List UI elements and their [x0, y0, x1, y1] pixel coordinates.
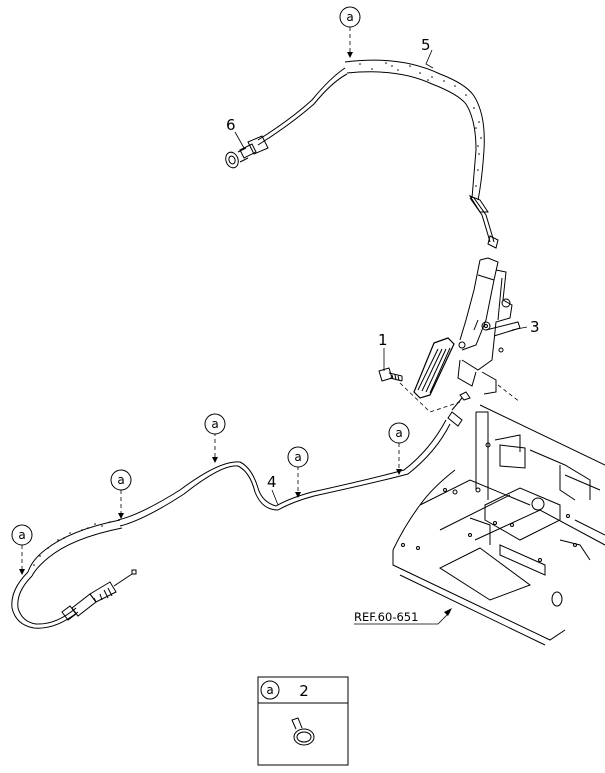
part-label-5: 5	[421, 36, 431, 54]
accelerator-cable-upper	[257, 59, 499, 249]
svg-text:a: a	[211, 417, 218, 431]
part-label-3: 3	[530, 318, 540, 336]
callout-marker-far-left: a	[11, 524, 33, 546]
part-label-4: 4	[267, 473, 277, 491]
legend-box: a 2	[257, 676, 349, 766]
cable-sheath-texture	[359, 62, 482, 187]
accelerator-cable-lower	[11, 391, 471, 629]
leader-lines	[21, 27, 521, 572]
bolt-part	[378, 367, 403, 382]
svg-text:a: a	[395, 426, 402, 440]
reference-callout: REF.60-651	[354, 608, 452, 625]
legend-part-number: 2	[299, 682, 309, 700]
part-label-6: 6	[226, 116, 236, 134]
callout-marker-center: a	[287, 446, 309, 468]
part-label-1: 1	[378, 331, 388, 349]
callout-marker-top: a	[339, 6, 361, 28]
accelerator-pedal-assembly	[413, 257, 521, 399]
svg-text:a: a	[18, 528, 25, 542]
legend-symbol: a	[266, 683, 273, 697]
lower-cable-sheath-texture	[33, 521, 111, 566]
label-leaders	[234, 49, 528, 506]
callout-marker-left: a	[110, 469, 132, 491]
svg-text:a: a	[294, 450, 301, 464]
floor-panel	[392, 404, 605, 646]
svg-text:a: a	[117, 473, 124, 487]
svg-text:a: a	[346, 10, 353, 24]
cable-end-adjuster	[225, 135, 269, 169]
callout-marker-right: a	[388, 422, 410, 444]
leader-arrowheads	[19, 52, 402, 575]
reference-arrow-icon	[444, 608, 452, 616]
callout-marker-mid-left: a	[204, 413, 226, 435]
cable-clip-icon	[291, 717, 315, 746]
reference-label: REF.60-651	[354, 610, 418, 624]
